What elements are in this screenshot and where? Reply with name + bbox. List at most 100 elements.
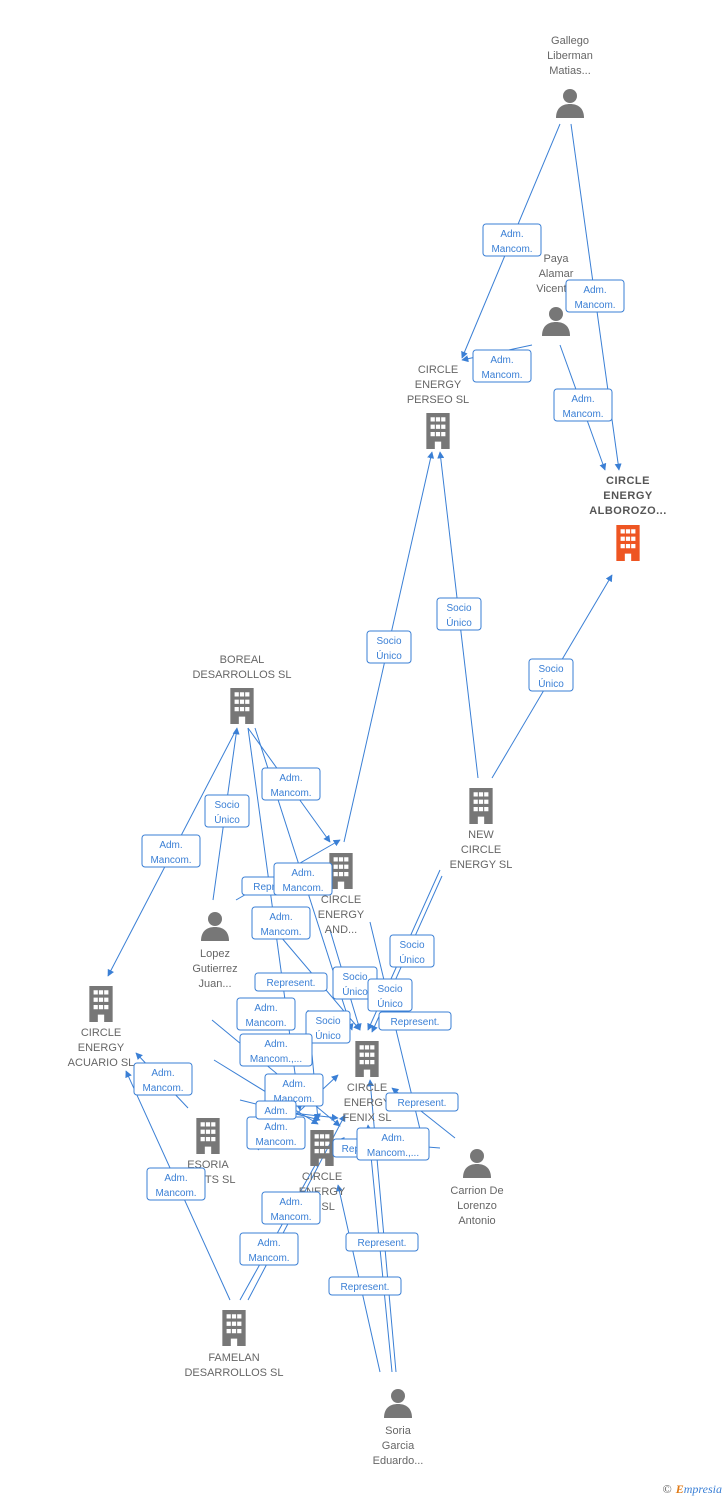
edge-label-text: Mancom. — [260, 927, 301, 938]
edge-label[interactable]: Represent. — [385, 1092, 459, 1112]
edge-label-text: Socio — [538, 664, 563, 675]
edge-label-box — [356, 1127, 430, 1161]
node-label-line: ACUARIO SL — [68, 1057, 135, 1069]
edge-label-text: Rep... — [342, 1144, 369, 1155]
edge-label[interactable]: Adm.Mancom. — [261, 1191, 321, 1225]
node-famelan[interactable]: FAMELAN DESARROLLOS SL — [184, 1310, 284, 1379]
edge-label[interactable]: Represent. — [378, 1011, 452, 1031]
copyright-symbol: © — [662, 1482, 672, 1496]
node-label-line: CIRCLE — [347, 1082, 387, 1094]
edge-label-text: Adm. — [264, 1039, 287, 1050]
node-soria[interactable]: SoriaGarciaEduardo... — [373, 1389, 424, 1467]
node-label-line: ENERGY — [415, 379, 462, 391]
node-label-line: FAMELAN — [208, 1352, 259, 1364]
node-label-line: CIRCLE — [606, 475, 650, 487]
edge-label[interactable]: Adm.Mancom. — [261, 767, 321, 801]
edge-label-box — [204, 794, 250, 828]
edge-label[interactable]: Adm.Mancom. — [246, 1116, 306, 1150]
node-label-line: BOREAL — [220, 654, 265, 666]
edge-label-text: Adm. — [164, 1173, 187, 1184]
edge-label-text: Adm. — [264, 1122, 287, 1133]
node-label-line: DESARROLLOS SL — [184, 1367, 283, 1379]
edge-label-box — [239, 1033, 313, 1067]
edge-label[interactable]: Adm.Mancom. — [133, 1062, 193, 1096]
node-label-line: Garcia — [382, 1440, 415, 1452]
edge-label-box — [251, 906, 311, 940]
edge-label-text: Represent. — [358, 1238, 407, 1249]
building-icon — [616, 525, 640, 561]
edge-label-text: Represent. — [341, 1282, 390, 1293]
node-label-line: Antonio — [458, 1215, 495, 1227]
node-perseo[interactable]: CIRCLE ENERGY PERSEO SL — [407, 364, 469, 449]
edge-label-box — [236, 997, 296, 1031]
node-label-line: PERSEO SL — [407, 394, 469, 406]
edge-label-box — [565, 279, 625, 313]
edge-label[interactable]: Represent. — [345, 1232, 419, 1252]
edge-label[interactable]: Adm.Mancom. — [239, 1232, 299, 1266]
edge-label-text: Único — [538, 677, 564, 690]
node-label-line: NEW — [468, 829, 494, 841]
node-label-line: Lopez — [200, 948, 230, 960]
edge-label-text: Mancom. — [270, 1212, 311, 1223]
edge-label[interactable]: Adm.Mancom. — [565, 279, 625, 313]
edge-label-text: Adm. — [151, 1068, 174, 1079]
node-label-line: CIRCLE — [418, 364, 458, 376]
edge-label[interactable]: Adm.Mancom. — [264, 1073, 324, 1107]
edge-label-text: Único — [342, 985, 368, 998]
edge-label-text: Represent. — [398, 1098, 447, 1109]
edge-label[interactable]: Adm.Mancom. — [472, 349, 532, 383]
edge-label-box — [254, 972, 328, 992]
edge-label-box — [273, 862, 333, 896]
edge-label-text: Mancom. — [481, 370, 522, 381]
building-icon — [310, 1130, 334, 1166]
node-gallego[interactable]: GallegoLibermanMatias... — [547, 35, 593, 118]
node-alborozo[interactable]: CIRCLEENERGYALBOROZO... — [589, 475, 667, 561]
edge-label-box — [305, 1010, 351, 1044]
edge-label[interactable]: Adm.Mancom. — [236, 997, 296, 1031]
node-andromeda[interactable]: CIRCLEENERGYAND... — [318, 853, 365, 936]
edge-label[interactable]: Represent. — [254, 972, 328, 992]
edge-label-box — [436, 597, 482, 631]
node-label-line: ENERGY — [603, 490, 653, 502]
edge-label[interactable]: Adm.Mancom.,... — [356, 1127, 430, 1161]
edge-label[interactable]: Adm.Mancom.,... — [239, 1033, 313, 1067]
edge-label[interactable]: Adm. — [255, 1100, 297, 1120]
brand-name: mpresia — [683, 1482, 722, 1496]
edge-label[interactable]: Represent. — [328, 1276, 402, 1296]
person-icon — [384, 1389, 412, 1418]
edge-label-text: Adm. — [269, 912, 292, 923]
edge-label-text: Adm. — [159, 840, 182, 851]
building-icon — [469, 788, 493, 824]
building-icon — [89, 986, 113, 1022]
edge-label[interactable]: Adm.Mancom. — [141, 834, 201, 868]
edge-label-box — [528, 658, 574, 692]
edge-label-text: Único — [376, 649, 402, 662]
edge-label-box — [261, 1191, 321, 1225]
edge-label[interactable]: Adm.Mancom. — [482, 223, 542, 257]
node-label-line: ENERGY SL — [450, 859, 513, 871]
node-label-line: Gallego — [551, 35, 589, 47]
edge-line — [239, 1159, 319, 1301]
edge-label-text: Adm. — [583, 285, 606, 296]
node-lopez[interactable]: LopezGutierrezJuan... — [192, 912, 238, 990]
edge-label[interactable]: Adm. Mancom. — [251, 906, 311, 940]
edge-label-text: Adm. — [291, 868, 314, 879]
person-icon — [556, 89, 584, 118]
edge-label[interactable]: Adm.Mancom. — [273, 862, 333, 896]
edge-label[interactable]: Adm.Mancom. — [553, 388, 613, 422]
node-label-line: ENERGY — [344, 1097, 391, 1109]
edge-label[interactable]: Adm.Mancom. — [146, 1167, 206, 1201]
